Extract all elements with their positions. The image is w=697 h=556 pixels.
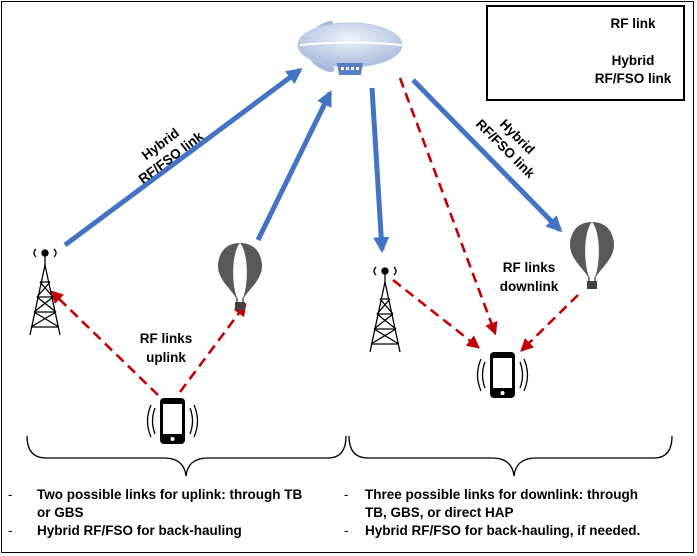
hybrid-link-tower-right xyxy=(369,87,390,254)
airship-icon xyxy=(297,20,403,75)
balloon-icon xyxy=(570,222,614,289)
left-caption-line3: Hybrid RF/FSO for back-hauling xyxy=(37,523,242,538)
legend-hybrid-label-line1: Hybrid xyxy=(611,53,655,68)
hybrid-link-balloon-right xyxy=(411,78,563,233)
rf-uplink-to-tower xyxy=(50,290,159,396)
left-caption-line3-dash: - xyxy=(8,523,13,538)
left-caption-line1: Two possible links for uplink: through T… xyxy=(37,487,303,502)
right-caption-line1-dash: - xyxy=(344,487,349,502)
smartphone-icon xyxy=(476,352,529,398)
downlink-label-line1: RF links xyxy=(503,260,556,275)
rf-links xyxy=(50,77,579,396)
legend-hybrid-label-line2: RF/FSO link xyxy=(594,71,672,86)
rf-tower-to-phone xyxy=(392,278,481,349)
right-caption-line3: Hybrid RF/FSO for back-hauling, if neede… xyxy=(365,523,641,538)
right-caption-line2: TB, GBS, or direct HAP xyxy=(365,505,514,520)
right-brace xyxy=(348,435,673,477)
smartphone-icon xyxy=(146,398,199,444)
tower-icon xyxy=(29,248,61,336)
rf-balloon-to-phone xyxy=(520,294,579,352)
right-caption-line3-dash: - xyxy=(344,523,349,538)
legend-rf-label: RF link xyxy=(610,16,656,31)
left-caption-line2: or GBS xyxy=(37,505,84,520)
left-caption-line1-dash: - xyxy=(8,487,13,502)
uplink-label-line1: RF links xyxy=(140,331,193,346)
balloon-icon xyxy=(218,243,262,310)
hybrid-links xyxy=(63,67,563,254)
rf-uplink-to-balloon xyxy=(178,302,247,393)
legend xyxy=(486,5,685,101)
right-caption-line1: Three possible links for downlink: throu… xyxy=(365,487,639,502)
left-brace xyxy=(26,435,347,477)
uplink-label-line2: uplink xyxy=(146,350,186,365)
downlink-label-line2: downlink xyxy=(500,279,559,294)
hybrid-link-balloon-left xyxy=(255,90,333,242)
rf-hap-to-phone xyxy=(398,77,498,336)
tower-icon xyxy=(369,266,401,353)
right-hybrid-label: Hybrid RF/FSO link xyxy=(473,116,538,181)
hybrid-link-tower-left xyxy=(63,67,303,248)
